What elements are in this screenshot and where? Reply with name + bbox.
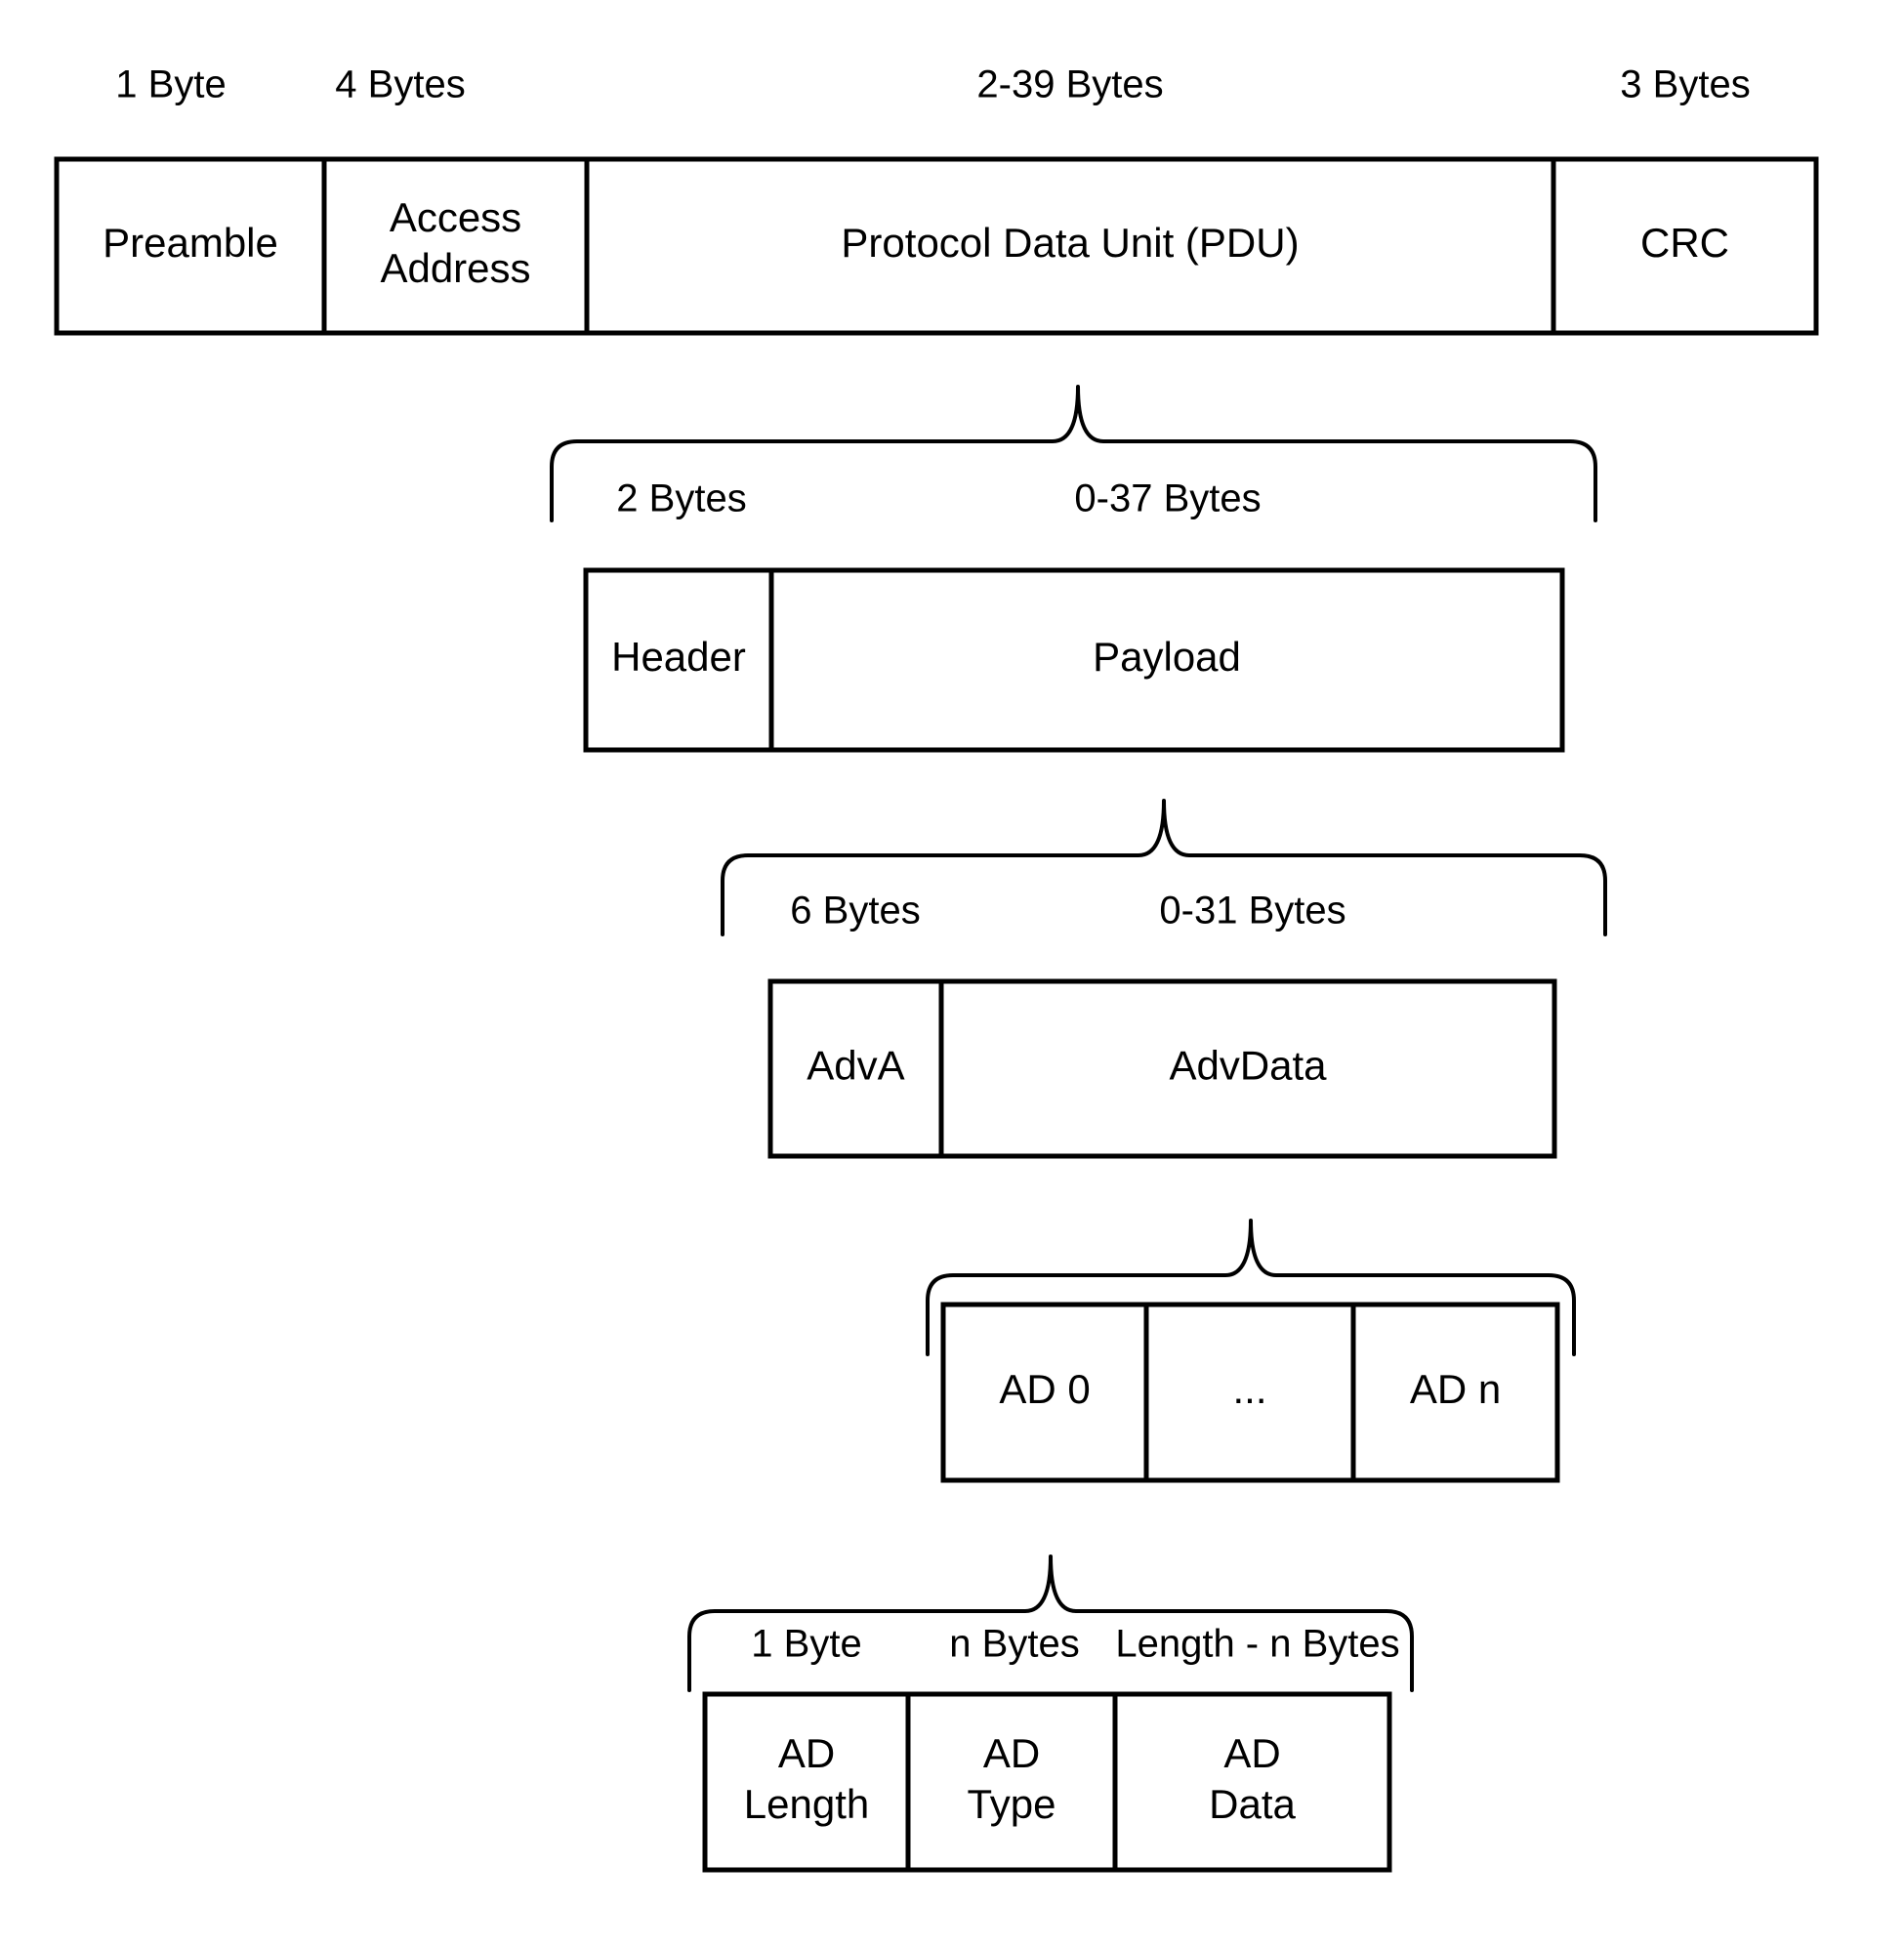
ad-structure-breakdown-brace bbox=[687, 1554, 1414, 1692]
payload-breakdown-size-label-0: 6 Bytes bbox=[790, 890, 920, 933]
link-layer-packet-size-label-1: 4 Bytes bbox=[335, 63, 465, 106]
adva-cell-label: AdvA bbox=[807, 1043, 904, 1089]
advdata-breakdown: AD 0... AD n bbox=[926, 1219, 1576, 1483]
pdu-breakdown-size-label-1: 0-37 Bytes bbox=[1074, 477, 1261, 520]
ad-n-cell[interactable]: AD n bbox=[1353, 1305, 1557, 1480]
advdata-cell[interactable]: AdvData bbox=[941, 981, 1554, 1156]
ad-structure-breakdown-size-label-1: n Bytes bbox=[949, 1623, 1079, 1666]
ad-ellipsis-cell[interactable]: ... bbox=[1146, 1305, 1353, 1480]
link-layer-packet-outline bbox=[54, 156, 1819, 336]
ad-n-cell-label: AD n bbox=[1410, 1366, 1501, 1412]
preamble-cell-label: Preamble bbox=[103, 220, 278, 266]
advdata-breakdown-brace bbox=[926, 1219, 1576, 1356]
pdu-breakdown-brace bbox=[550, 385, 1597, 522]
ad-0-cell[interactable]: AD 0 bbox=[943, 1305, 1146, 1480]
crc-cell-label: CRC bbox=[1640, 220, 1729, 266]
pdu-breakdown-outline bbox=[583, 567, 1565, 753]
link-layer-packet-size-label-0: 1 Byte bbox=[115, 63, 226, 106]
ad-ellipsis-cell-label: ... bbox=[1232, 1366, 1266, 1412]
adva-cell[interactable]: AdvA bbox=[770, 981, 941, 1156]
ad-structure-breakdown-size-label-2: Length - n Bytes bbox=[1115, 1623, 1399, 1666]
ad-structure-breakdown-outline bbox=[702, 1691, 1392, 1873]
ad-structure-breakdown-size-label-0: 1 Byte bbox=[751, 1623, 861, 1666]
payload-breakdown-outline bbox=[767, 978, 1557, 1159]
pdu-cell[interactable]: Protocol Data Unit (PDU) bbox=[587, 159, 1553, 333]
header-cell-label: Header bbox=[611, 634, 746, 680]
advdata-cell-label: AdvData bbox=[1169, 1043, 1327, 1089]
crc-cell[interactable]: CRC bbox=[1553, 159, 1816, 333]
advdata-breakdown-outline bbox=[940, 1302, 1560, 1483]
pdu-breakdown-size-label-0: 2 Bytes bbox=[616, 477, 746, 520]
payload-breakdown-size-label-1: 0-31 Bytes bbox=[1159, 890, 1345, 933]
payload-cell-label: Payload bbox=[1093, 634, 1241, 680]
payload-cell[interactable]: Payload bbox=[771, 570, 1562, 750]
link-layer-packet-size-label-3: 3 Bytes bbox=[1620, 63, 1750, 106]
payload-breakdown-brace bbox=[721, 799, 1607, 936]
link-layer-packet-size-label-2: 2-39 Bytes bbox=[976, 63, 1163, 106]
ad-0-cell-label: AD 0 bbox=[999, 1366, 1090, 1412]
preamble-cell[interactable]: Preamble bbox=[57, 159, 324, 333]
header-cell[interactable]: Header bbox=[586, 570, 771, 750]
pdu-cell-label: Protocol Data Unit (PDU) bbox=[841, 220, 1299, 266]
